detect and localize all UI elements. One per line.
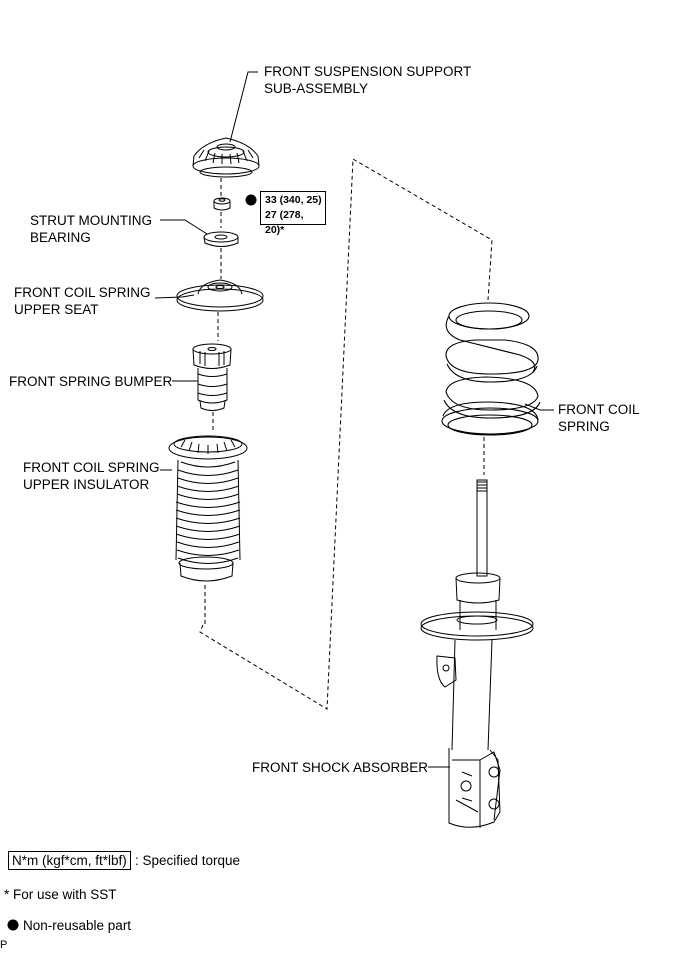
torque-spec-box: 33 (340, 25) 27 (278, 20)*	[260, 191, 326, 236]
non-reusable-dot-icon	[245, 194, 257, 206]
leader-lines	[154, 71, 554, 768]
upper-seat-part	[176, 279, 264, 312]
strut-mounting-bearing-part	[203, 231, 239, 247]
bumper-label: FRONT SPRING BUMPER	[9, 374, 173, 389]
upper-insulator-part	[168, 435, 248, 582]
shock-absorber-label: FRONT SHOCK ABSORBER	[252, 760, 429, 775]
torque-unit-box: N*m (kgf*cm, ft*lbf)	[8, 851, 131, 870]
sst-note: * For use with SST	[4, 887, 117, 902]
legend-non-reusable-dot-icon	[7, 919, 19, 931]
shock-absorber-part	[420, 479, 534, 828]
torque-value-line1: 33 (340, 25)	[265, 194, 322, 206]
corner-mark: P	[0, 939, 8, 951]
lock-nut-part	[213, 197, 231, 211]
torque-value-line2: 27 (278, 20)*	[265, 209, 304, 236]
non-reusable-note: Non-reusable part	[23, 918, 132, 933]
coil-spring-part	[441, 302, 541, 436]
assembly-axis-lines	[199, 158, 493, 710]
torque-desc: : Specified torque	[135, 853, 241, 868]
spring-bumper-part	[192, 343, 232, 411]
suspension-support-part	[192, 137, 260, 178]
